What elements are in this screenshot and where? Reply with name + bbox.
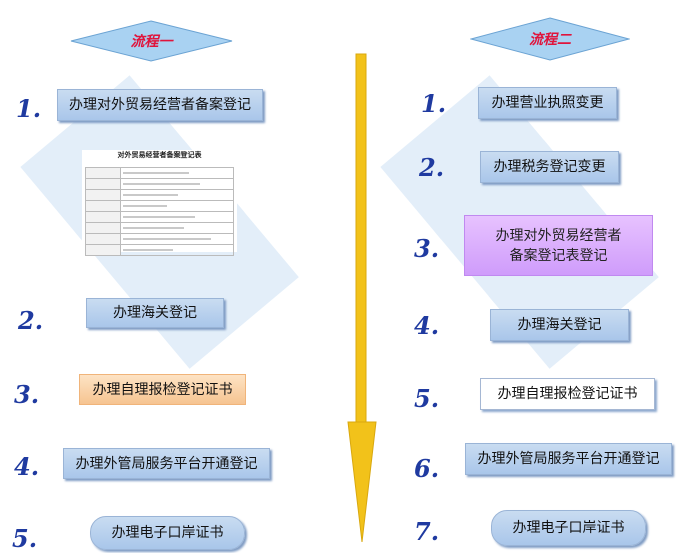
process-two-diamond: 流程二	[470, 17, 630, 61]
process-one-number-3: 3.	[14, 380, 40, 409]
process-two-number-6: 6.	[414, 454, 440, 483]
process-two-number-7: 7.	[414, 517, 440, 546]
registration-form-thumbnail: 对外贸易经营者备案登记表	[82, 150, 237, 256]
process-one-step-3: 办理自理报检登记证书	[79, 374, 246, 405]
registration-form-title: 对外贸易经营者备案登记表	[117, 151, 202, 159]
process-two-number-4: 4.	[414, 311, 440, 340]
process-one-number-5: 5.	[12, 524, 38, 553]
process-one-number-1: 1.	[16, 94, 42, 123]
process-two-number-3: 3.	[414, 234, 440, 263]
process-one-step-2: 办理海关登记	[86, 298, 224, 328]
process-two-step-6: 办理外管局服务平台开通登记	[465, 443, 672, 475]
process-one-step-1: 办理对外贸易经营者备案登记	[57, 89, 263, 121]
process-two-number-1: 1.	[421, 89, 447, 118]
process-two-number-2: 2.	[419, 153, 445, 182]
process-one-step-5: 办理电子口岸证书	[90, 516, 245, 550]
process-two-step-7: 办理电子口岸证书	[491, 510, 646, 546]
process-two-number-5: 5.	[414, 384, 440, 413]
process-two-step-4: 办理海关登记	[490, 309, 629, 341]
process-two-step-3: 办理对外贸易经营者备案登记表登记	[464, 215, 653, 276]
process-one-step-4: 办理外管局服务平台开通登记	[63, 448, 270, 479]
process-one-number-2: 2.	[18, 306, 44, 335]
timeline-arrow	[347, 53, 377, 543]
process-two-step-5: 办理自理报检登记证书	[480, 378, 655, 410]
process-two-step-1: 办理营业执照变更	[478, 87, 617, 119]
process-one-title: 流程一	[130, 34, 173, 50]
process-two-step-2: 办理税务登记变更	[480, 151, 619, 183]
process-one-diamond: 流程一	[70, 20, 233, 62]
process-two-title: 流程二	[529, 32, 571, 48]
process-one-number-4: 4.	[14, 452, 40, 481]
registration-form-table	[85, 167, 234, 256]
